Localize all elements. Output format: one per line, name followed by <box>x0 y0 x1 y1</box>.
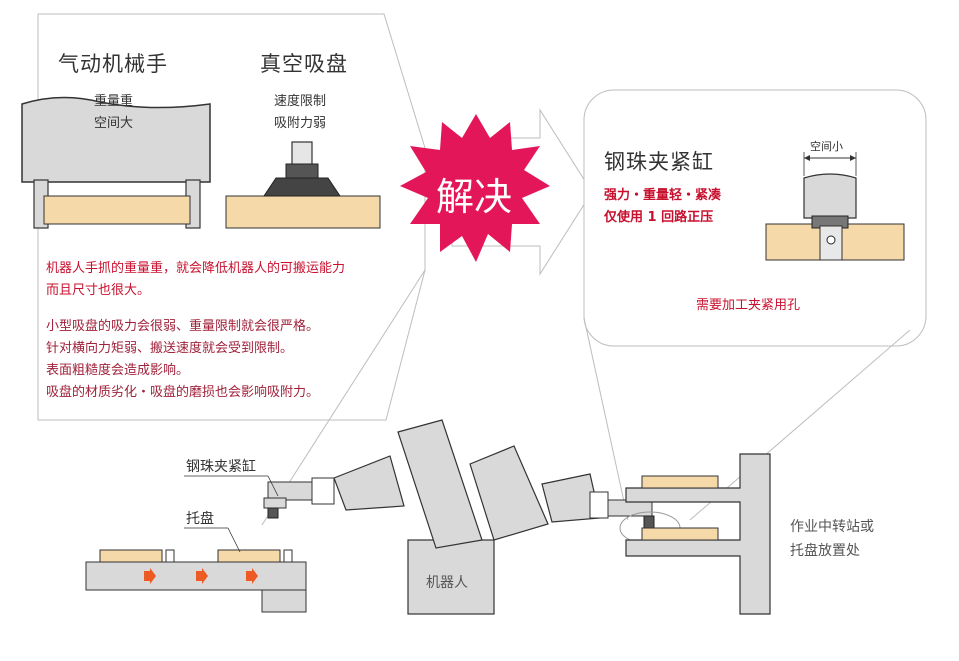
ball-clamp-cylinder-illustration <box>765 152 905 261</box>
station-label-1: 作业中转站或 <box>790 519 874 535</box>
right-pointer-line-1 <box>583 317 629 521</box>
gripper-note-1: 重量重 <box>94 94 134 109</box>
issue-3: 表面粗糙度会造成影响。 <box>46 363 190 378</box>
cylinder-label: 钢珠夹紧缸 <box>186 459 256 475</box>
solution-starburst <box>400 114 550 262</box>
suction-note-2: 吸附力弱 <box>274 116 327 131</box>
pneumatic-gripper-illustration <box>21 96 211 229</box>
gripper-note-2: 空间大 <box>94 116 134 131</box>
solution-title: 钢珠夹紧缸 <box>604 150 714 174</box>
suction-title: 真空吸盘 <box>260 52 348 76</box>
requirement-note: 需要加工夹紧用孔 <box>696 298 801 313</box>
robot-label: 机器人 <box>426 575 468 591</box>
solution-burst-label: 解决 <box>436 175 513 219</box>
solution-features-1: 强力・重量轻・紧凑 <box>604 188 722 203</box>
issue-4: 吸盘的材质劣化・吸盘的磨损也会影响吸附力。 <box>46 385 320 400</box>
right-solution-panel <box>583 89 927 347</box>
flow-arrow-icon <box>196 568 208 584</box>
robot-arm <box>263 419 681 615</box>
issue-1: 小型吸盘的吸力会很弱、重量限制就会很严格。 <box>46 319 320 334</box>
station-label-2: 托盘放置处 <box>790 543 860 559</box>
problem-text-1: 机器人手抓的重量重，就会降低机器人的可搬运能力 <box>46 261 346 276</box>
gripper-title: 气动机械手 <box>58 52 168 76</box>
problem-text-2: 而且尺寸也很大。 <box>46 283 151 298</box>
flow-arrow-icon <box>144 568 156 584</box>
flow-arrow-icon <box>246 568 258 584</box>
issue-2: 针对横向力矩弱、搬送速度就会受到限制。 <box>46 341 294 356</box>
vacuum-suction-illustration <box>225 141 381 229</box>
conveyor <box>85 549 307 613</box>
space-small-label: 空间小 <box>810 140 843 153</box>
suction-note-1: 速度限制 <box>274 94 327 109</box>
solution-features-2: 仅使用 1 回路正压 <box>604 210 714 225</box>
transfer-station-rack <box>625 453 771 615</box>
tray-label: 托盘 <box>186 511 214 527</box>
